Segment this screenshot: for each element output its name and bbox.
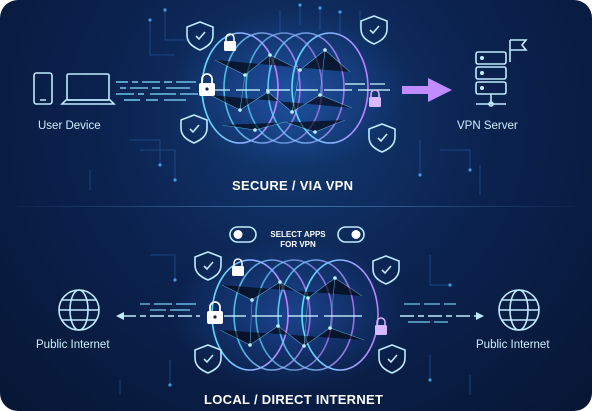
shield-icon	[194, 344, 222, 374]
padlock-icon	[232, 258, 244, 276]
select-apps-line-1: SELECT APPS	[270, 230, 326, 239]
local-section-title: LOCAL / DIRECT INTERNET	[204, 392, 384, 407]
network-mesh	[209, 49, 353, 133]
circuit-traces	[89, 5, 481, 395]
public-internet-right-label: Public Internet	[476, 339, 550, 351]
shield-icon	[186, 21, 214, 51]
phone-icon	[33, 72, 53, 105]
globe-icon	[58, 289, 100, 331]
shield-icon	[360, 15, 388, 45]
vpn-tunnel	[211, 259, 379, 371]
padlock-icon	[375, 317, 387, 335]
shield-icon	[378, 344, 406, 374]
public-internet-left-label: Public Internet	[36, 339, 110, 351]
arrow-right-icon	[402, 78, 452, 102]
server-with-flag-icon	[475, 39, 528, 107]
network-mesh	[219, 277, 365, 347]
globe-icon	[498, 289, 540, 331]
data-stream-left	[116, 81, 198, 101]
shield-icon	[180, 114, 208, 144]
arrow-right-icon	[400, 312, 484, 320]
select-apps-caption: SELECT APPS FOR VPN	[262, 230, 334, 250]
toggle-icon	[229, 226, 257, 243]
padlock-icon	[224, 33, 236, 51]
shield-icon	[368, 123, 396, 153]
secure-section-title: SECURE / VIA VPN	[232, 178, 354, 193]
shield-icon	[372, 255, 400, 285]
shield-icon	[194, 251, 222, 281]
padlock-icon	[207, 301, 223, 324]
laptop-icon	[60, 73, 116, 105]
vpn-server-label: VPN Server	[457, 120, 518, 132]
select-apps-line-2: FOR VPN	[280, 240, 316, 249]
section-divider	[0, 206, 592, 207]
padlock-icon	[369, 89, 381, 107]
arrow-left-icon	[116, 312, 200, 320]
toggle-icon	[337, 226, 365, 243]
user-device-label: User Device	[38, 120, 101, 132]
padlock-icon	[199, 73, 215, 96]
